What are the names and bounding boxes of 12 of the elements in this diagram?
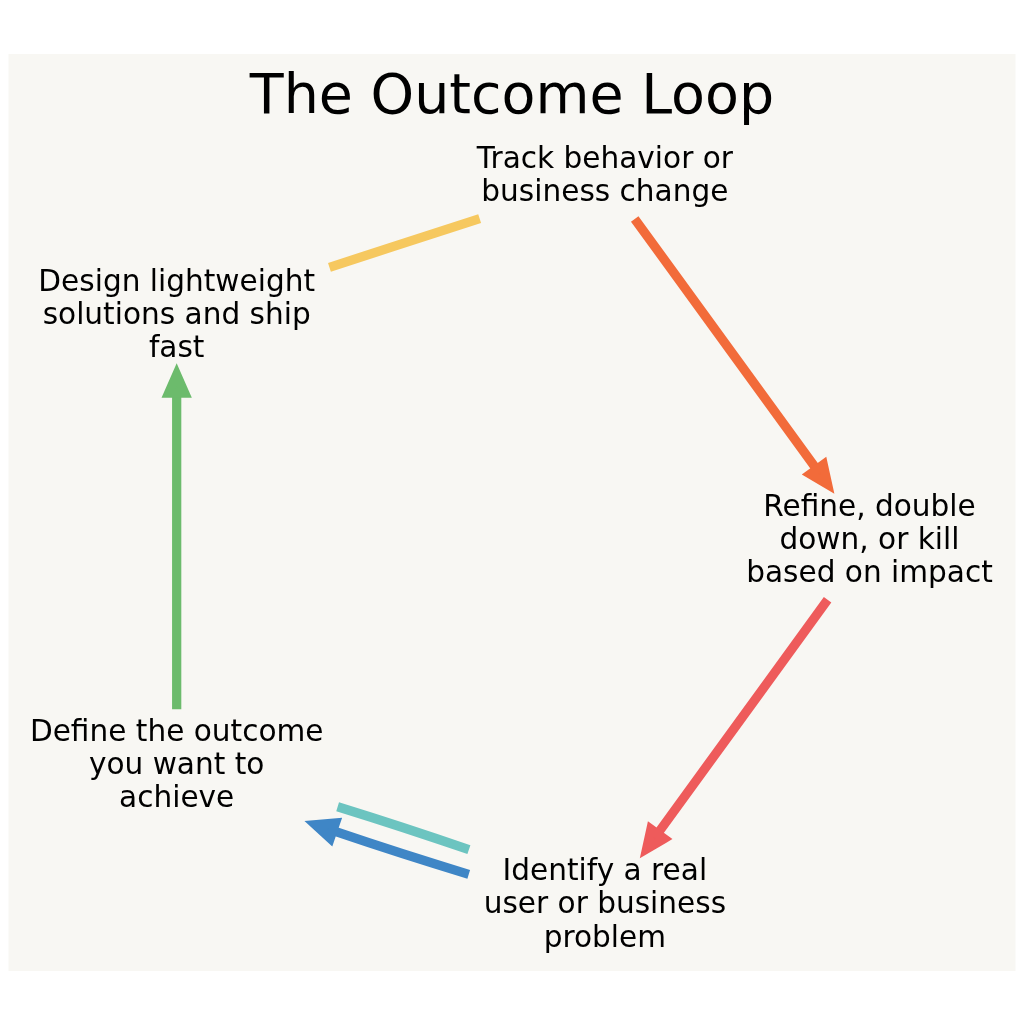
node-text: Design lightweight solutions and ship fast (38, 263, 316, 364)
arrow (630, 215, 835, 494)
node-text: Track behavior or business change (476, 140, 733, 208)
diagram-title: The Outcome Loop (249, 61, 775, 126)
connector (328, 213, 482, 272)
arrow (304, 817, 471, 879)
node-text: Define the outcome you want to achieve (29, 713, 324, 814)
node-text: Refine, double down, or kill based on impact (746, 488, 993, 589)
arrow (161, 362, 192, 709)
connector (336, 801, 471, 854)
node-text: Identify a real user or business problem (483, 852, 727, 954)
arrow (639, 596, 832, 858)
